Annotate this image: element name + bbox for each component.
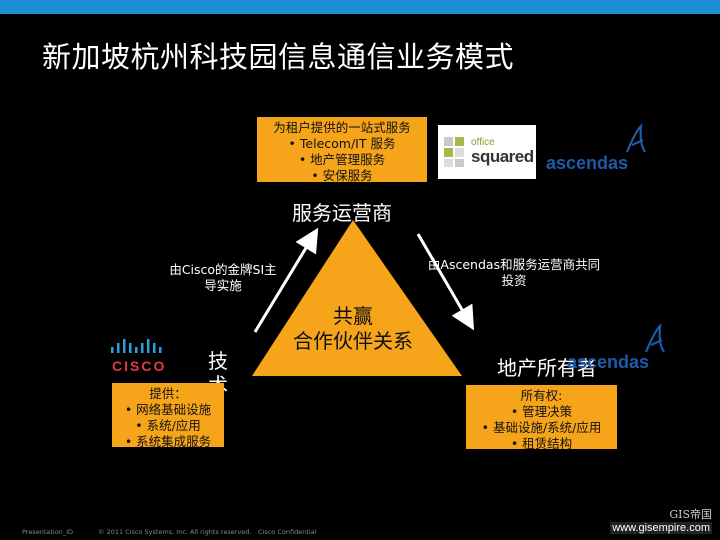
cisco-logo: CISCO (111, 339, 166, 374)
watermark-url: www.gisempire.com (610, 522, 712, 534)
ascendas-logo-top: ascendas (546, 153, 629, 173)
ownership-box: 所有权: 管理决策 基础设施/系统/应用 租赁结构 (466, 385, 617, 452)
box-heading: 所有权: (520, 388, 563, 403)
cisco-bars-icon (111, 339, 162, 353)
list-item: 安保服务 (263, 168, 421, 184)
service-operator-label: 服务运营商 (292, 201, 392, 225)
office-squared-logo: office squared (438, 125, 536, 179)
tech-provides-box: 提供： 网络基础设施 系统/应用 系统集成服务 (112, 383, 224, 450)
ascendas-logo-right: ascendas (567, 352, 650, 372)
watermark-gis: GIS帝国 (669, 508, 712, 521)
list-item: 租赁结构 (472, 436, 611, 452)
ascendas-mark-top (625, 123, 646, 153)
footer-confidential: Cisco Confidential (258, 528, 317, 536)
list-item: 管理决策 (472, 404, 611, 420)
list-item: 系统集成服务 (118, 434, 218, 450)
note-left: 由Cisco的金牌SI主导实施 (169, 262, 277, 293)
box-heading: 为租户提供的一站式服务 (273, 120, 411, 135)
arrow-right (416, 233, 475, 331)
top-accent-bar (0, 0, 720, 14)
watermark: GIS帝国 www.gisempire.com (610, 506, 712, 534)
list-item: Telecom/IT 服务 (263, 136, 421, 152)
triangle-center-text: 共赢 合作伙伴关系 (268, 304, 438, 354)
center-line-1: 共赢 (333, 304, 373, 328)
list-item: 网络基础设施 (118, 402, 218, 418)
property-owner-label: 地产所有者 (497, 356, 597, 380)
ascendas-mark-right (644, 323, 665, 353)
one-stop-service-box: 为租户提供的一站式服务 Telecom/IT 服务 地产管理服务 安保服务 (257, 117, 427, 184)
slide-title: 新加坡杭州科技园信息通信业务模式 (42, 40, 515, 74)
note-right: 由Ascendas和服务运营商共同投资 (427, 257, 601, 288)
box-heading: 提供： (149, 386, 187, 401)
office-squared-grid-icon (444, 137, 464, 167)
center-line-2: 合作伙伴关系 (293, 329, 413, 353)
arrow-left (253, 227, 319, 333)
office-text: office (471, 137, 495, 148)
footer-presentation-id: Presentation_ID (22, 528, 73, 536)
cisco-text: CISCO (112, 358, 166, 374)
squared-text: squared (471, 147, 534, 166)
list-item: 地产管理服务 (263, 152, 421, 168)
list-item: 基础设施/系统/应用 (472, 420, 611, 436)
partnership-triangle (252, 220, 462, 376)
list-item: 系统/应用 (118, 418, 218, 434)
footer-copyright: © 2011 Cisco Systems, Inc. All rights re… (98, 528, 252, 536)
